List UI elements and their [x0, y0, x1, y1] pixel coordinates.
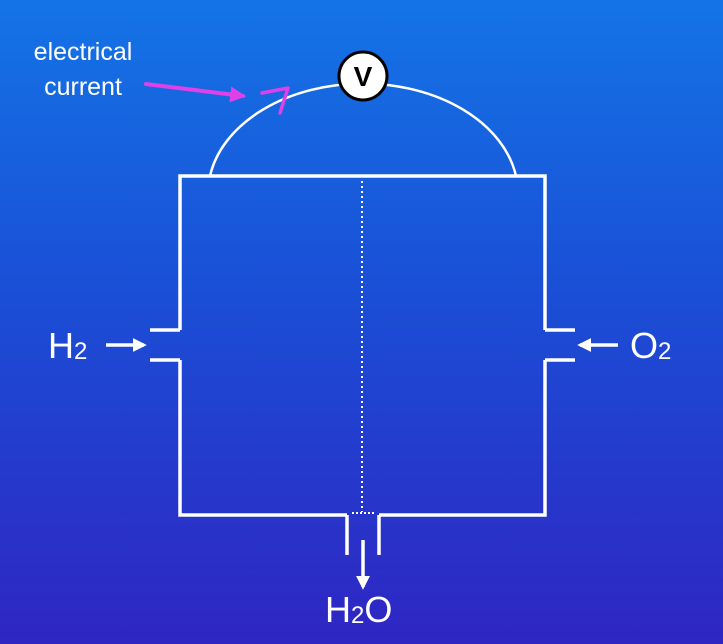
h2-label: H2	[48, 325, 87, 366]
left-inlet-port	[150, 328, 180, 362]
current-direction-chevron	[260, 86, 290, 115]
voltmeter: V	[337, 50, 389, 102]
voltmeter-label: V	[354, 61, 373, 92]
h2o-label: H2O	[325, 589, 392, 630]
o2-label: O2	[630, 325, 671, 366]
outlet-port	[345, 515, 381, 555]
annotation-line-2: current	[44, 73, 122, 101]
right-inlet-port	[545, 328, 575, 362]
annotation-line-1: electrical	[34, 38, 133, 66]
annotation-pointer-arrow	[144, 82, 247, 103]
cell-outline	[178, 174, 547, 517]
